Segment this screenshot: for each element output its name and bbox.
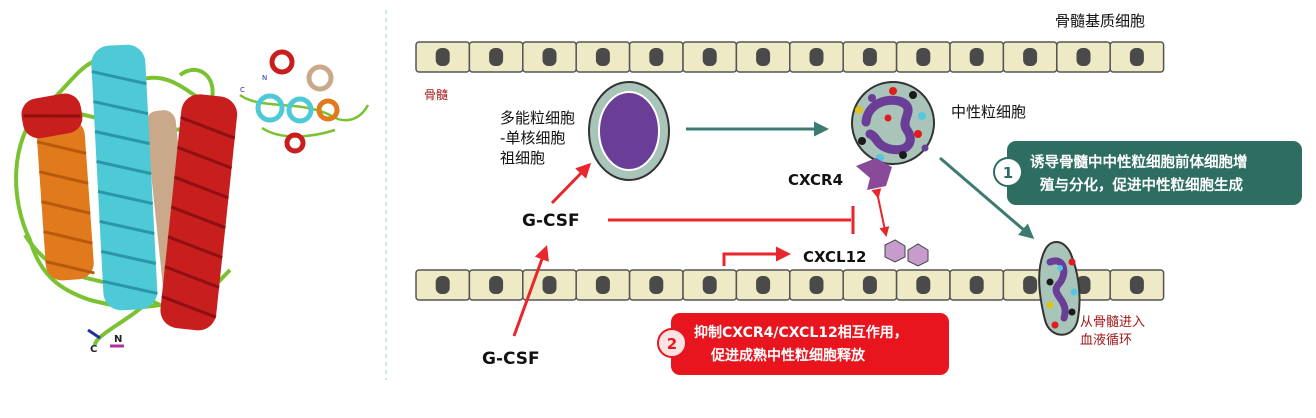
stromal-cell-nucleus (702, 48, 717, 66)
cxcr4-cxcl12-interaction-arrow (871, 188, 890, 237)
protein-c-label: C (90, 344, 97, 355)
progenitor-label-line3: 祖细胞 (500, 149, 545, 167)
callout-2: 2 抑制CXCR4/CXCL12相互作用， 促进成熟中性粒细胞释放 (657, 313, 949, 375)
progenitor-label-line1: 多能粒细胞 (500, 109, 575, 127)
callout-1-line1: 诱导骨髓中中性粒细胞前体细胞增 (1030, 153, 1248, 171)
cxcl12-ligand (884, 239, 906, 263)
gcsf-protein-structure: C N (14, 44, 238, 355)
cxcr4-label: CXCR4 (788, 171, 843, 189)
stromal-cell-nucleus (435, 48, 450, 66)
gcsf-stimulation-arrow (550, 162, 592, 205)
inset-c-label: C (240, 86, 245, 94)
protein-n-label: N (114, 334, 122, 345)
callout-2-box (671, 313, 949, 375)
callout-2-number-badge (657, 328, 687, 358)
protein-loop (14, 57, 161, 310)
cxcl12-label: CXCL12 (803, 248, 866, 266)
progenitor-cell (588, 81, 670, 181)
enter-blood-label-line2: 血液循环 (1080, 333, 1132, 348)
callout-1-box (1007, 141, 1302, 205)
stromal-cell-nucleus (916, 48, 931, 66)
neutrophil-label: 中性粒细胞 (951, 103, 1026, 121)
protein-helix-cyan (91, 44, 158, 311)
stromal-cell-nucleus (862, 276, 877, 294)
stromal-cell-nucleus (595, 276, 610, 294)
stromal-cell-nucleus (1129, 48, 1144, 66)
callout-1-number: 1 (1003, 164, 1013, 182)
protein-helix-red-left (21, 93, 83, 139)
stromal-cell-nucleus (649, 48, 664, 66)
release-arrow (939, 156, 1035, 239)
stromal-cell-nucleus (1023, 48, 1038, 66)
stromal-cells-label: 骨髓基质细胞 (1055, 12, 1145, 30)
stromal-cell-nucleus (756, 48, 771, 66)
stromal-cell-nucleus (809, 48, 824, 66)
progenitor-nucleus (598, 91, 660, 171)
callout-2-line2: 促进成熟中性粒细胞释放 (710, 347, 866, 364)
progenitor-label-line2: -单核细胞 (500, 129, 565, 147)
gcsf-lower-arrow (512, 245, 549, 337)
stroma-row-bottom (415, 269, 1165, 301)
protein-helix-orange (36, 119, 95, 281)
neutrophil-cell (851, 81, 935, 165)
enter-blood-label-line1: 从骨髓进入 (1080, 315, 1145, 330)
callout-2-line1: 抑制CXCR4/CXCL12相互作用， (694, 324, 908, 341)
gcsf-lower-label: G-CSF (482, 349, 540, 369)
stromal-cell-nucleus (862, 48, 877, 66)
neutrophil-nucleus (861, 95, 915, 155)
stromal-cell-nucleus (595, 48, 610, 66)
gcsf-upper-label: G-CSF (522, 211, 580, 231)
stromal-cell-nucleus (1023, 276, 1038, 294)
stromal-cell-nucleus (756, 276, 771, 294)
callout-1-number-badge (993, 157, 1023, 187)
stromal-cell-nucleus (809, 276, 824, 294)
stromal-cell-nucleus (702, 276, 717, 294)
stromal-cell-nucleus (435, 276, 450, 294)
c-terminus-stub (87, 328, 101, 340)
inset-n-label: N (262, 74, 267, 82)
callout-2-number: 2 (667, 335, 677, 353)
stromal-cell-nucleus (1129, 276, 1144, 294)
cxcr4-receptor-shape (856, 158, 892, 190)
cxcl12-ligand (907, 243, 929, 267)
stromal-cell-nucleus (542, 48, 557, 66)
stromal-cell-nucleus (489, 48, 504, 66)
bone-marrow-label: 骨髓 (424, 88, 448, 102)
stromal-cell-nucleus (969, 48, 984, 66)
stromal-cell-nucleus (1076, 48, 1091, 66)
released-neutrophil (1038, 241, 1081, 336)
cxcl12-expression-arrow (722, 246, 791, 266)
stroma-row-top (415, 41, 1165, 73)
callout-1-line2: 殖与分化，促进中性粒细胞生成 (1039, 176, 1243, 194)
stromal-cell-nucleus (489, 276, 504, 294)
callout-1: 1 诱导骨髓中中性粒细胞前体细胞增 殖与分化，促进中性粒细胞生成 (993, 141, 1302, 205)
stromal-cell-nucleus (649, 276, 664, 294)
stromal-cell-nucleus (969, 276, 984, 294)
stromal-cell-nucleus (916, 276, 931, 294)
protein-inset-top-view: N C (239, 49, 370, 154)
protein-helix-red-right (160, 94, 238, 331)
stromal-cell-nucleus (542, 276, 557, 294)
